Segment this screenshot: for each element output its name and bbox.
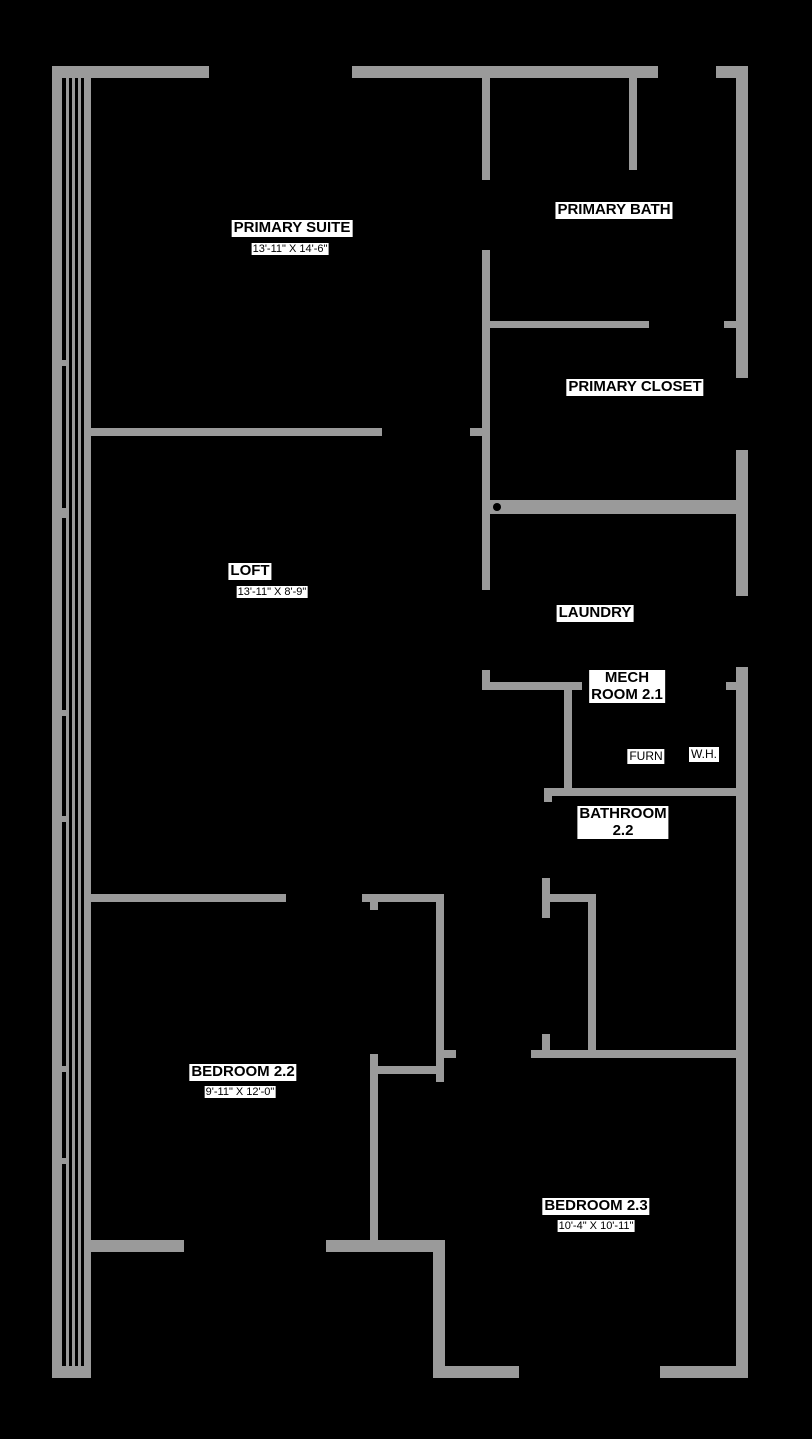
wall-segment	[78, 66, 81, 1378]
wall-segment	[90, 428, 382, 436]
room-name-primary-bath: PRIMARY BATH	[555, 201, 673, 219]
walls	[52, 66, 748, 1378]
wall-segment	[52, 1158, 66, 1164]
wall-segment	[542, 894, 596, 902]
wall-segment	[90, 894, 286, 902]
wall-segment	[726, 682, 738, 690]
wall-segment	[489, 500, 736, 514]
wall-segment	[52, 508, 66, 518]
wall-segment	[542, 1034, 550, 1056]
wall-segment	[660, 1366, 748, 1378]
wall-segment	[370, 1054, 378, 1246]
wall-segment	[433, 1366, 519, 1378]
wall-segment	[436, 894, 444, 1082]
room-dims-bedroom-2-2: 9'-11" X 12'-0"	[204, 1086, 276, 1099]
wall-segment	[564, 682, 572, 790]
room-name-loft: LOFT	[228, 562, 272, 580]
wall-segment	[629, 70, 637, 170]
wall-segment	[489, 321, 649, 328]
wall-segment	[544, 788, 552, 802]
bathroom-line-1: BATHROOM	[579, 805, 667, 822]
wall-segment	[326, 1240, 444, 1252]
wall-segment	[588, 894, 596, 1056]
room-dims-bedroom-2-3: 10'-4" X 10'-11"	[557, 1220, 635, 1233]
wall-segment	[52, 66, 209, 78]
room-name-mech-room: MECH ROOM 2.1	[589, 669, 665, 703]
wall-segment	[736, 66, 748, 378]
wall-segment	[352, 66, 658, 78]
wall-segment	[52, 66, 62, 1378]
bathroom-line-2: 2.2	[612, 821, 634, 839]
wall-segment	[433, 1240, 445, 1378]
wall-segment	[482, 670, 490, 690]
fixture-water-heater: W.H.	[689, 747, 719, 763]
wall-segment	[736, 667, 748, 1378]
wall-segment	[52, 1066, 66, 1072]
wall-segment	[370, 1066, 440, 1074]
wall-segment	[436, 1050, 456, 1058]
column-marker	[493, 503, 501, 511]
mech-room-line-2: ROOM 2.1	[591, 685, 663, 703]
wall-segment	[66, 66, 69, 1378]
wall-segment	[736, 450, 748, 596]
wall-segment	[544, 788, 738, 796]
room-name-primary-suite: PRIMARY SUITE	[231, 219, 353, 237]
room-dims-loft: 13'-11" X 8'-9"	[236, 586, 308, 599]
wall-segment	[531, 1050, 738, 1058]
room-name-primary-closet: PRIMARY CLOSET	[566, 378, 704, 396]
room-name-bedroom-2-2: BEDROOM 2.2	[189, 1063, 297, 1081]
wall-segment	[84, 66, 91, 1378]
wall-segment	[362, 894, 442, 902]
wall-segment	[370, 894, 378, 910]
wall-segment	[72, 66, 75, 1378]
wall-segment	[52, 360, 66, 366]
wall-segment	[58, 710, 68, 716]
wall-segment	[482, 70, 490, 180]
mech-room-line-1: MECH	[604, 669, 650, 686]
wall-segment	[52, 816, 66, 822]
room-dims-primary-suite: 13'-11" X 14'-6"	[251, 243, 329, 256]
wall-segment	[90, 1240, 184, 1252]
room-name-laundry: LAUNDRY	[556, 604, 634, 622]
room-name-bathroom: BATHROOM 2.2	[577, 805, 669, 839]
wall-segment	[482, 682, 582, 690]
fixture-furnace: FURN	[627, 749, 665, 765]
wall-segment	[470, 428, 484, 436]
wall-segment	[52, 1366, 84, 1378]
wall-segment	[482, 250, 490, 590]
wall-segment	[724, 321, 738, 328]
room-name-bedroom-2-3: BEDROOM 2.3	[542, 1197, 650, 1215]
